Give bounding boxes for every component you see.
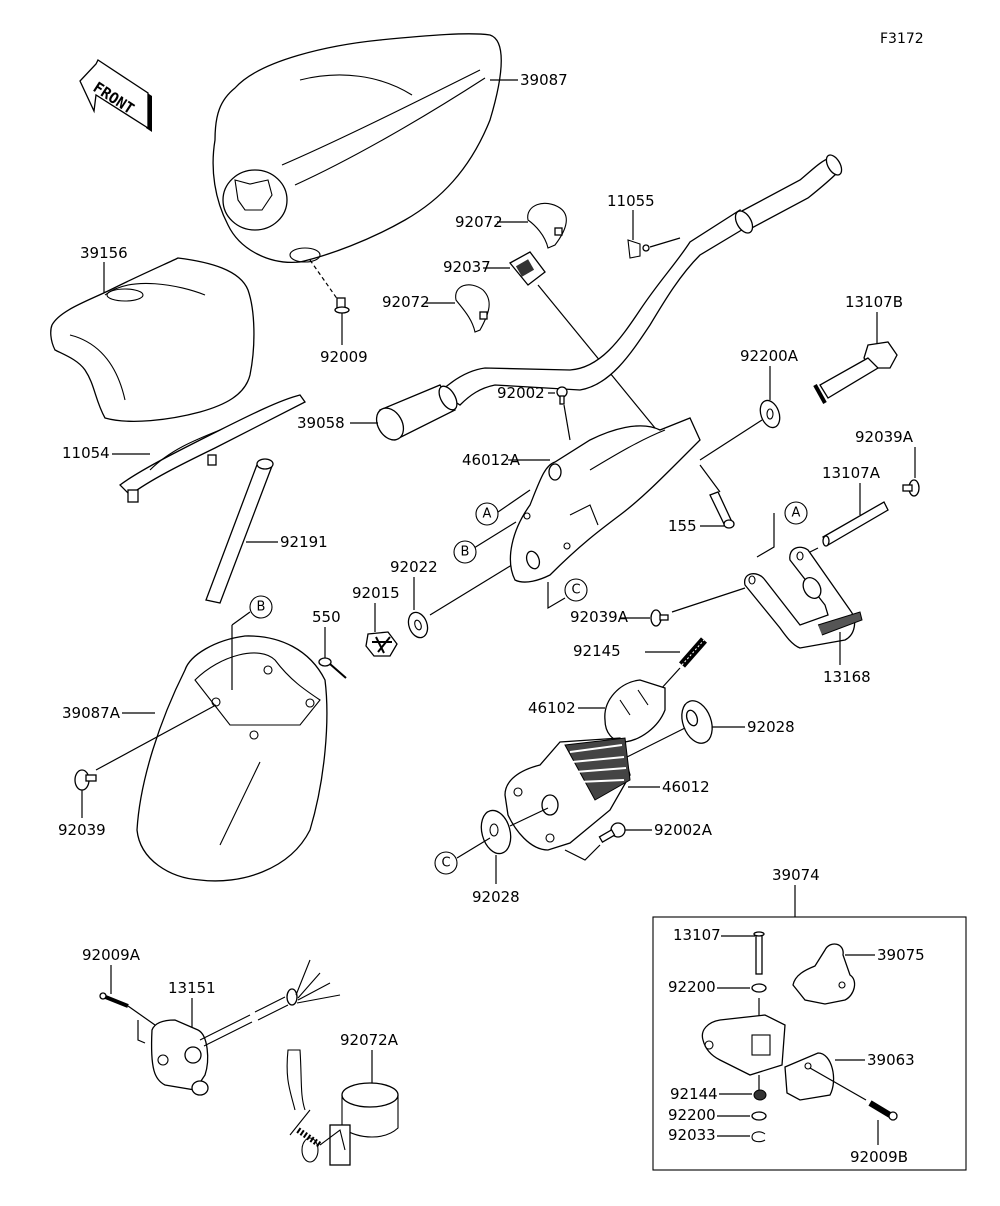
label-39074[interactable]: 39074 <box>772 866 820 884</box>
screw-92009A-icon <box>99 992 129 1008</box>
washer-92022-icon <box>407 611 429 639</box>
bolt-92002A-icon <box>598 822 626 843</box>
cotter-pin-550-icon <box>318 657 347 679</box>
label-92033[interactable]: 92033 <box>668 1126 716 1144</box>
screw-92009B-icon <box>868 1100 898 1121</box>
washer-92028-bottom-icon <box>480 809 512 855</box>
label-39156[interactable]: 39156 <box>80 244 128 262</box>
label-39075[interactable]: 39075 <box>877 946 925 964</box>
figure-code: F3172 <box>880 31 924 47</box>
label-46012[interactable]: 46012 <box>662 778 710 796</box>
part-39058-handlebar[interactable] <box>371 152 845 444</box>
label-92015[interactable]: 92015 <box>352 584 400 602</box>
label-92028-bottom[interactable]: 92028 <box>472 888 520 906</box>
label-11054[interactable]: 11054 <box>62 444 110 462</box>
spring-92145-icon <box>678 637 708 668</box>
part-39063-cover[interactable] <box>784 1052 835 1101</box>
clamp-92037-icon <box>509 251 546 286</box>
label-92002[interactable]: 92002 <box>497 384 545 402</box>
marker-A-right: A <box>792 506 801 521</box>
label-46012A[interactable]: 46012A <box>462 451 521 469</box>
label-92200-lower[interactable]: 92200 <box>668 1106 716 1124</box>
band-92072-upper-icon <box>527 202 567 249</box>
label-92039A-upper[interactable]: 92039A <box>855 428 914 446</box>
label-92009[interactable]: 92009 <box>320 348 368 366</box>
label-550[interactable]: 550 <box>312 608 341 626</box>
label-39063[interactable]: 39063 <box>867 1051 915 1069</box>
band-92072-lower-icon <box>455 284 490 333</box>
label-39058[interactable]: 39058 <box>297 414 345 432</box>
lever-housing-icon <box>701 1014 786 1076</box>
label-92037[interactable]: 92037 <box>443 258 491 276</box>
part-46012A-holder[interactable] <box>509 417 701 583</box>
washer-92200-lower-icon <box>751 1111 767 1121</box>
part-13168-throttle-lever[interactable] <box>744 546 863 649</box>
label-92009A[interactable]: 92009A <box>82 946 141 964</box>
label-92072-upper[interactable]: 92072 <box>455 213 503 231</box>
label-92191[interactable]: 92191 <box>280 533 328 551</box>
label-92028-right[interactable]: 92028 <box>747 718 795 736</box>
label-39087[interactable]: 39087 <box>520 71 568 89</box>
screw-92009-icon <box>334 297 350 314</box>
front-arrow-icon: FRONT <box>79 59 152 132</box>
rivet-92039A-lower-icon <box>650 609 669 627</box>
spring-92144-icon <box>753 1089 767 1101</box>
label-92144[interactable]: 92144 <box>670 1085 718 1103</box>
label-92072-lower[interactable]: 92072 <box>382 293 430 311</box>
marker-C-upper: C <box>571 583 580 598</box>
label-155[interactable]: 155 <box>668 517 697 535</box>
bolt-92002-icon <box>556 386 568 405</box>
label-92072A[interactable]: 92072A <box>340 1031 399 1049</box>
part-13151-switch[interactable] <box>150 959 341 1096</box>
label-92009B[interactable]: 92009B <box>850 1148 908 1166</box>
label-92022[interactable]: 92022 <box>390 558 438 576</box>
label-13107[interactable]: 13107 <box>673 926 721 944</box>
label-39087A[interactable]: 39087A <box>62 704 121 722</box>
label-92200A[interactable]: 92200A <box>740 347 799 365</box>
part-11054-bracket[interactable] <box>119 394 306 503</box>
label-92145[interactable]: 92145 <box>573 642 621 660</box>
part-46102-holder[interactable] <box>604 679 666 743</box>
label-92039A-lower[interactable]: 92039A <box>570 608 629 626</box>
washer-92200-upper-icon <box>751 983 767 993</box>
part-39075-lever[interactable] <box>792 943 856 1005</box>
marker-C-lower: C <box>441 856 450 871</box>
label-92039[interactable]: 92039 <box>58 821 106 839</box>
marker-B-upper: B <box>461 545 470 560</box>
washer-92200A-icon <box>759 399 781 429</box>
label-13168[interactable]: 13168 <box>823 668 871 686</box>
label-46102[interactable]: 46102 <box>528 699 576 717</box>
label-13151[interactable]: 13151 <box>168 979 216 997</box>
label-92200-upper[interactable]: 92200 <box>668 978 716 996</box>
label-11055[interactable]: 11055 <box>607 192 655 210</box>
label-92002A[interactable]: 92002A <box>654 821 713 839</box>
part-39087-upper-cover[interactable] <box>212 33 502 264</box>
rivet-92039A-upper-icon <box>902 479 920 497</box>
shaft-13107A-icon <box>822 501 889 547</box>
part-92072A-band-lanyard[interactable] <box>286 1049 399 1166</box>
marker-B-lower: B <box>257 600 266 615</box>
assembly-39074-box <box>652 916 967 1171</box>
bolt-13107B-icon <box>813 341 898 404</box>
marker-A-left: A <box>483 507 492 522</box>
circlip-92033-icon <box>751 1131 766 1143</box>
clip-11055-icon <box>627 239 650 259</box>
part-39087A-lower-cover[interactable] <box>136 635 328 882</box>
rivet-92039-icon <box>74 769 97 791</box>
pin-13107-icon <box>753 931 765 975</box>
part-39156-pad-cover[interactable] <box>50 257 255 422</box>
part-92191-tube[interactable] <box>205 458 274 604</box>
label-13107A[interactable]: 13107A <box>822 464 881 482</box>
part-46012-steering-holder[interactable] <box>504 737 631 851</box>
label-13107B[interactable]: 13107B <box>845 293 903 311</box>
nut-92015-icon <box>365 631 398 657</box>
washer-92028-right-icon <box>681 700 713 744</box>
pin-155-icon <box>709 491 735 529</box>
